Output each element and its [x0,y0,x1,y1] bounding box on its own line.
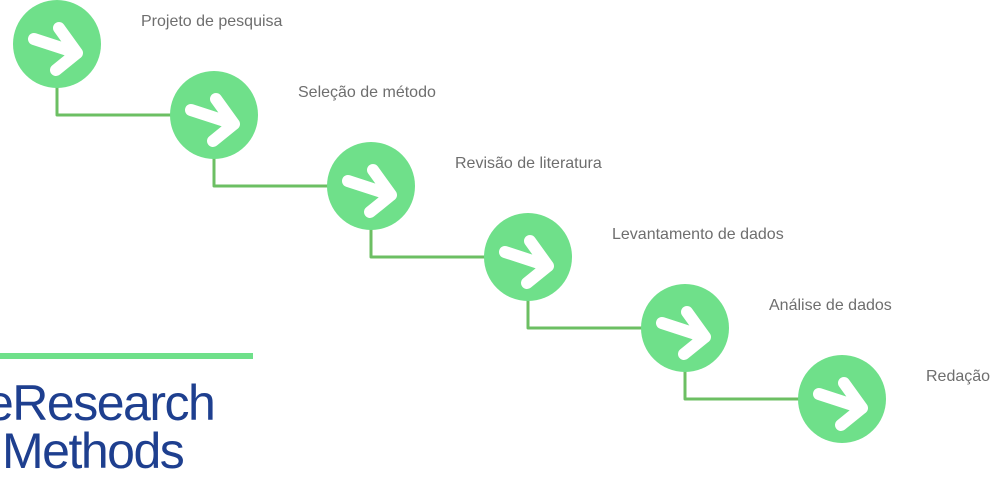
steps [13,0,886,443]
step-label: Redação [926,368,991,385]
arrow-right-icon [342,164,397,218]
arrow-right-icon [28,22,83,76]
step-node [484,213,572,301]
arrow-right-icon [185,93,240,147]
step-node [327,142,415,230]
process-diagram [13,0,886,443]
arrow-right-icon [656,306,711,360]
step-node [13,0,101,88]
step-label: Projeto de pesquisa [141,13,283,30]
step-label: Análise de dados [769,297,892,314]
brand-rule [0,353,253,359]
step-label: Levantamento de dados [612,226,784,243]
step-node [170,71,258,159]
step-label: Revisão de literatura [455,155,602,172]
step-label: Seleção de método [298,84,436,101]
step-node [798,355,886,443]
arrow-right-icon [499,235,554,289]
step-node [641,284,729,372]
brand-logo-line2: Methods [2,423,185,479]
arrow-right-icon [813,377,868,431]
brand-logo-line1: eResearch [0,375,216,431]
